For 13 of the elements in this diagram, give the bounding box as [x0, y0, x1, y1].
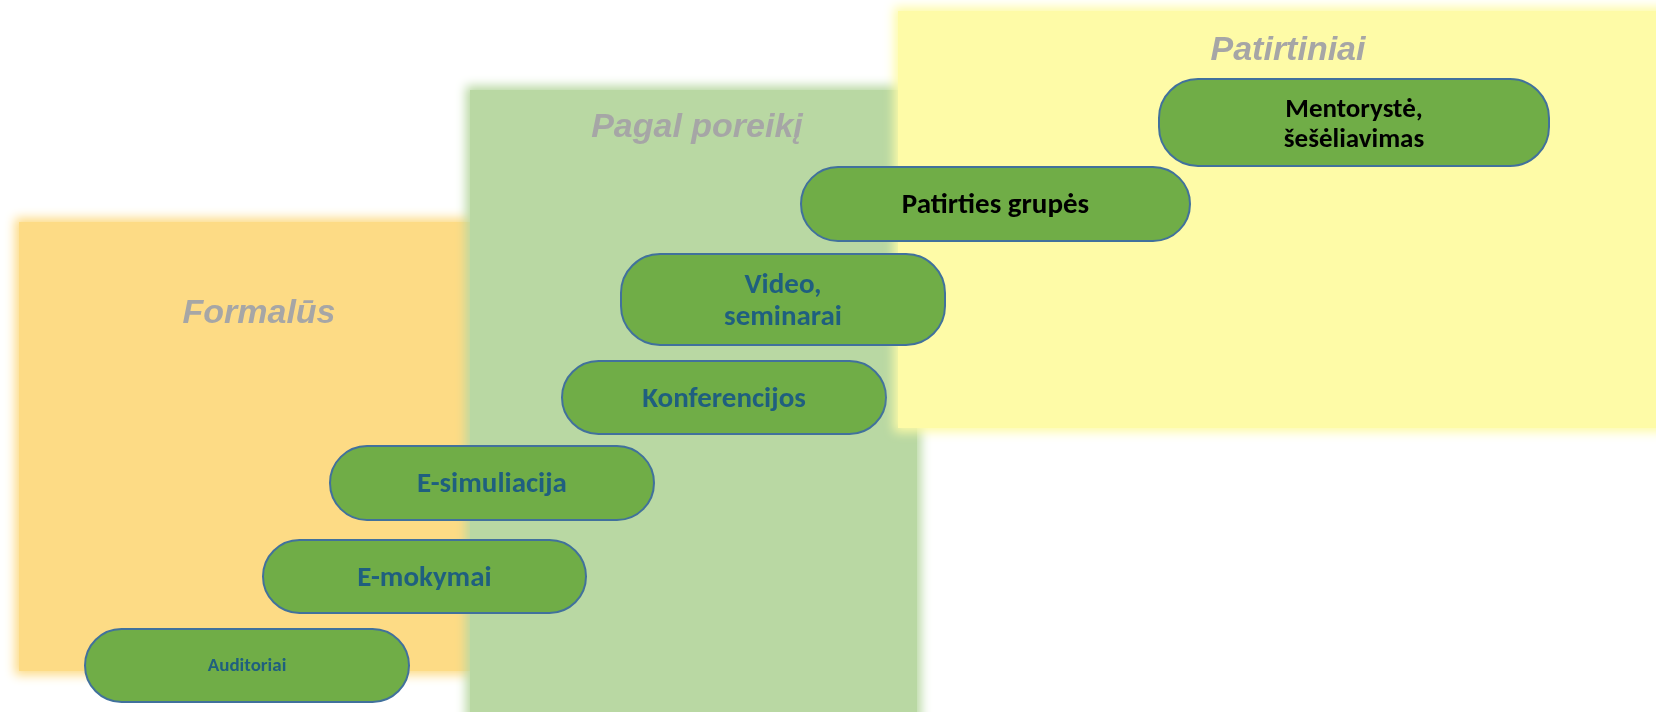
pill-label: Mentorystė, šešėliavimas: [1282, 92, 1426, 153]
pill-label: E-mokymai: [357, 560, 492, 593]
pill-label: E-simuliacija: [417, 467, 567, 499]
category-band: [898, 11, 1656, 428]
pill-label: Video, seminarai: [723, 267, 843, 332]
pill-label: Patirties grupės: [901, 188, 1090, 220]
band-title: Patirtiniai: [1210, 29, 1366, 68]
pill-label: Auditoriai: [207, 655, 287, 676]
activity-pill: [1158, 78, 1550, 167]
activity-pill: [620, 253, 946, 346]
pill-label: Konferencijos: [642, 381, 806, 414]
band-title: Formalūs: [182, 292, 336, 331]
activity-pill: [561, 360, 887, 435]
